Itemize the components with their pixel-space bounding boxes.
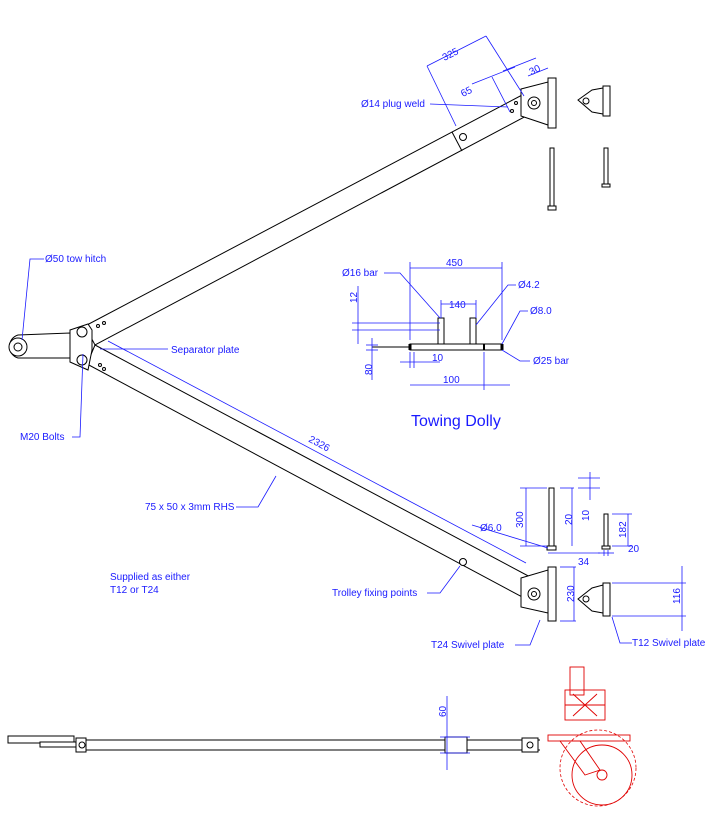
side-elevation bbox=[7, 735, 540, 754]
trolley-fixing-hole-icon bbox=[459, 558, 467, 566]
dim-80: 80 bbox=[364, 363, 375, 375]
dim-450: 450 bbox=[446, 258, 463, 269]
dimensions-top bbox=[426, 35, 549, 127]
drawing-title: Towing Dolly bbox=[411, 413, 501, 430]
hole42-label: Ø4.2 bbox=[518, 280, 540, 291]
dim-20b: 20 bbox=[628, 544, 640, 555]
dim-65: 65 bbox=[459, 85, 474, 100]
dim-140: 140 bbox=[449, 300, 466, 311]
plug-weld-hole-icon bbox=[459, 133, 467, 141]
bottom-pins-detail bbox=[546, 487, 611, 551]
bar16-label: Ø16 bar bbox=[342, 268, 379, 279]
tow-hitch bbox=[8, 323, 93, 371]
m20-bolts-label: M20 Bolts bbox=[20, 432, 64, 443]
dim-230: 230 bbox=[566, 585, 577, 602]
axle-detail bbox=[372, 317, 504, 351]
dim-34: 34 bbox=[578, 557, 590, 568]
dim-10: 10 bbox=[432, 353, 444, 364]
dim-12: 12 bbox=[349, 291, 360, 303]
dim-300: 300 bbox=[515, 511, 526, 528]
dim-100: 100 bbox=[443, 375, 460, 386]
pin-60-label: Ø6.0 bbox=[480, 523, 502, 534]
separator-plate-label: Separator plate bbox=[171, 345, 240, 356]
top-pins-detail bbox=[547, 147, 611, 211]
dim-116: 116 bbox=[672, 588, 683, 604]
t24-plate-label: T24 Swivel plate bbox=[431, 640, 505, 651]
dim-20a: 20 bbox=[564, 513, 575, 525]
top-swivel-end bbox=[520, 77, 557, 129]
bottom-arm bbox=[86, 344, 535, 599]
bar25-label: Ø25 bar bbox=[533, 356, 570, 367]
supplied-line2: T12 or T24 bbox=[110, 585, 159, 596]
bolt-icon bbox=[76, 326, 88, 338]
top-swivel-tab-detail bbox=[577, 85, 611, 117]
dim-182: 182 bbox=[618, 521, 629, 538]
castor-wheel bbox=[547, 666, 637, 807]
dim-60: 60 bbox=[438, 705, 449, 717]
dim-2326: 2326 bbox=[307, 434, 332, 454]
dim-30: 30 bbox=[528, 63, 543, 78]
bolt-icon bbox=[76, 354, 88, 366]
bottom-swivel-tab-detail bbox=[577, 582, 611, 617]
supplied-line1: Supplied as either bbox=[110, 572, 191, 583]
bottom-swivel-end bbox=[520, 566, 557, 622]
rhs-label: 75 x 50 x 3mm RHS bbox=[145, 502, 235, 513]
trolley-fixing-label: Trolley fixing points bbox=[332, 588, 417, 599]
t12-plate-label: T12 Swivel plate bbox=[632, 638, 706, 649]
tow-hitch-label: Ø50 tow hitch bbox=[45, 254, 106, 265]
hole80-label: Ø8.0 bbox=[530, 306, 552, 317]
dim-10b: 10 bbox=[581, 509, 592, 521]
dim-325: 325 bbox=[441, 46, 461, 64]
plug-weld-label: Ø14 plug weld bbox=[361, 99, 425, 110]
